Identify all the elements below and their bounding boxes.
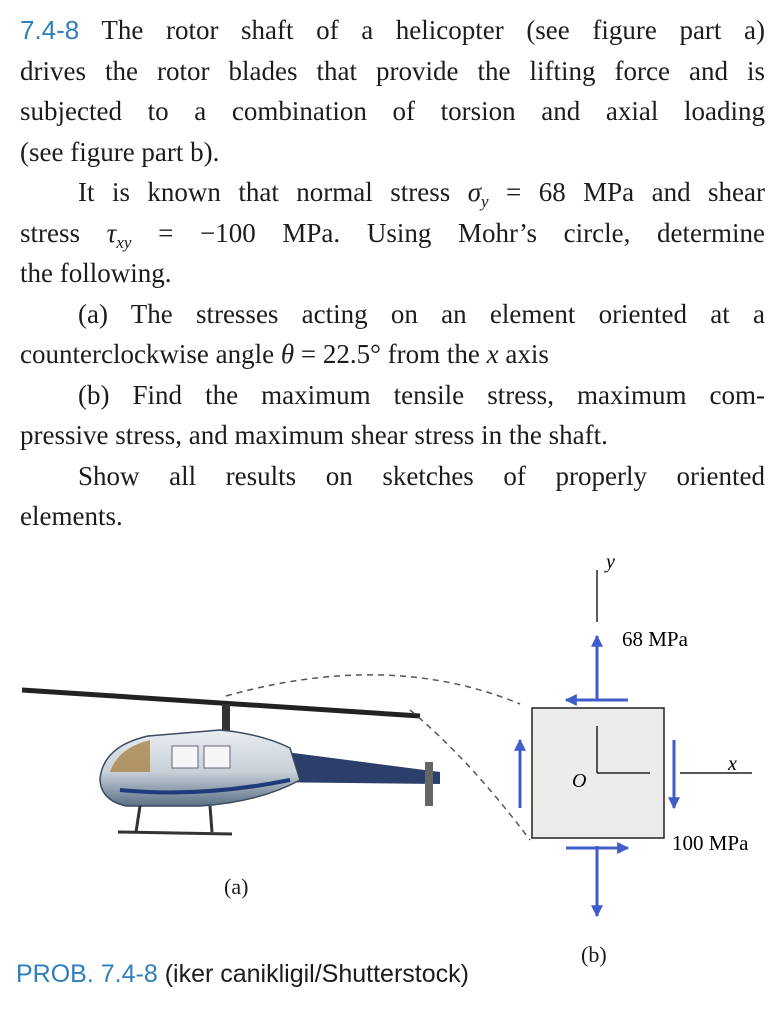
problem-line-4: (see figure part b).: [20, 136, 220, 167]
figure: y x O 68 MPa 100 MPa (a) (b): [0, 540, 777, 1006]
given-line-1: It is known that normal stress σy = 68 M…: [78, 177, 766, 211]
skid-strut-1: [134, 805, 142, 833]
x-axis-label: x: [727, 753, 737, 775]
rotor-blade: [21, 687, 421, 719]
problem-text: 7.4-8 The rotor shaft of a helicopter (s…: [20, 10, 765, 537]
landing-skid: [117, 830, 233, 836]
skid-strut-2: [208, 805, 214, 833]
given-line-2: stress τxy = −100 MPa. Using Mohr’s circ…: [20, 217, 765, 252]
y-axis-label: y: [604, 551, 615, 573]
closing-line-1: Show all results on sketches of properly…: [78, 460, 765, 491]
problem-number: 7.4-8: [20, 15, 80, 45]
side-window: [203, 745, 231, 769]
caption-problem-number: PROB. 7.4-8: [16, 960, 158, 988]
part-b-line-2: pressive stress, and maximum shear stres…: [20, 420, 608, 450]
figure-drawing: y x O 68 MPa 100 MPa: [21, 551, 752, 918]
problem-line-1: 7.4-8 The rotor shaft of a helicopter (s…: [20, 15, 765, 45]
part-a-line-2: counterclockwise angle θ = 22.5° from th…: [20, 339, 549, 369]
part-a-line-1: (a) The stresses acting on an element or…: [78, 298, 765, 329]
detail-leader-bottom: [409, 709, 531, 841]
problem-line-2: drives the rotor blades that provide the…: [20, 55, 765, 86]
tail-rotor: [425, 762, 433, 806]
closing-line-2: elements.: [20, 501, 123, 531]
detail-leader-top: [225, 674, 521, 705]
shear-stress-label: 100 MPa: [672, 831, 749, 855]
door-window: [171, 745, 199, 769]
rotor-shaft: [222, 704, 230, 734]
helicopter-illustration: [21, 687, 440, 836]
figure-label-a: (a): [224, 874, 249, 899]
figure-caption: PROB. 7.4-8 (iker canikligil/Shutterstoc…: [16, 960, 469, 989]
stress-element-diagram: y x O 68 MPa 100 MPa: [514, 551, 752, 918]
figure-label-b: (b): [581, 942, 607, 967]
part-b-line-1: (b) Find the maximum tensile stress, max…: [78, 379, 765, 410]
normal-stress-label: 68 MPa: [622, 627, 689, 651]
caption-credit: (iker canikligil/Shutterstock): [164, 960, 469, 988]
cockpit-window: [110, 740, 150, 772]
problem-line-3: subjected to a combination of torsion an…: [20, 96, 765, 126]
body-stripe: [119, 778, 291, 795]
origin-label: O: [572, 770, 586, 792]
given-line-3: the following.: [20, 258, 172, 288]
